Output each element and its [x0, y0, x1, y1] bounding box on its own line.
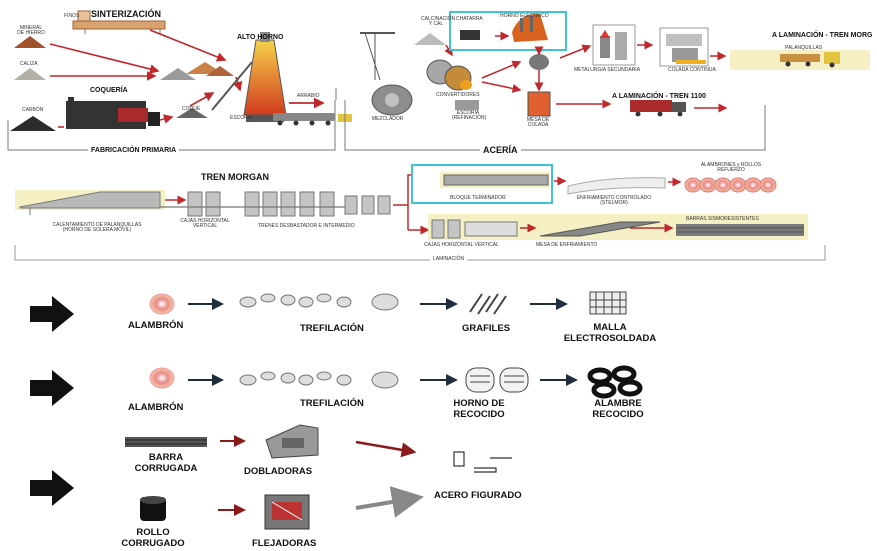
arrabio-label: ARRABIO [297, 94, 320, 99]
metalurgia-label: METALURGIA SECUNDARIA [574, 68, 640, 73]
escoria-refinacion-label: ESCORIA (REFINACIÓN) [452, 111, 484, 121]
alambron-label-1: ALAMBRÓN [128, 320, 183, 331]
acero-figurado-label: ACERO FIGURADO [434, 490, 522, 501]
mezclador-label: MEZCLADOR [372, 117, 403, 122]
welded-mesh-icon [590, 292, 626, 314]
stand-2 [206, 192, 220, 216]
chatarra-label: CHATARRA [456, 17, 483, 22]
alto-horno-label: ALTO HORNO [237, 34, 283, 41]
ladle [529, 54, 549, 70]
wire-rod-coil-1 [150, 294, 174, 314]
rollo-corrugado-label: ROLLO CORRUGADO [115, 527, 191, 549]
laminacion-tren-morgan-label: A LAMINACIÓN - TREN MORG [772, 32, 872, 39]
cal-label: CALCINACIÓN Y CAL [421, 17, 451, 27]
escoria-label: ESCORIA [230, 116, 253, 121]
finishing-block [444, 175, 548, 185]
mineral-label: MINERAL DE HIERRO [16, 26, 46, 36]
aceria-label: ACERÍA [480, 146, 521, 155]
annealed-wire-icon [590, 368, 640, 396]
annealing-furnace-icon [466, 368, 528, 392]
big-arrow-1 [30, 296, 74, 332]
grafiles-label: GRAFILES [462, 323, 510, 334]
stand-7 [320, 192, 334, 216]
corrugated-bar-icon [125, 437, 207, 447]
sinter-belt [73, 21, 165, 29]
figured-steel-icon [454, 452, 512, 472]
coqueria-label: COQUERÍA [90, 87, 128, 94]
bending-machine-icon [266, 425, 318, 458]
blast-furnace [244, 40, 286, 115]
fabricacion-primaria-label: FABRICACIÓN PRIMARIA [88, 147, 179, 154]
stand-4 [263, 192, 277, 216]
drawing-machine-2 [240, 372, 398, 388]
wire-rod-coil-2 [150, 368, 174, 388]
trenes-label: TRENES DESBASTADOR E INTERMEDIO [258, 224, 355, 229]
limestone-pile [14, 68, 46, 80]
carbon-label: CARBÓN [22, 108, 43, 113]
alambrones-label: ALAMBRONES y ROLLOS REFUERZO [696, 163, 766, 173]
convertidores-label: CONVERTIDORES [436, 93, 480, 98]
lime-pile [414, 33, 446, 45]
wagon-1100 [630, 100, 672, 112]
colada-continua-label: COLADA CONTINUA [668, 68, 716, 73]
stand-3 [245, 192, 259, 216]
finos-label: FINOS [64, 14, 79, 19]
mesa-colada-label: MESA DE COLADA [522, 118, 554, 128]
trefilacion-label-1: TREFILACIÓN [300, 323, 364, 334]
scrap-truck [460, 30, 480, 40]
casting-table [528, 92, 550, 116]
stand-6 [300, 192, 314, 216]
laminacion-bracket [15, 245, 825, 260]
caliza-label: CALIZA [20, 62, 38, 67]
wire-rod-coils [685, 178, 776, 192]
dobladoras-label: DOBLADORAS [244, 466, 312, 477]
primary-bracket [8, 100, 335, 150]
strapping-machine-icon [265, 495, 309, 529]
horno-recocido-label: HORNO DE RECOCIDO [444, 398, 514, 420]
coal-pile [10, 116, 56, 131]
corrugated-coil-icon [140, 496, 166, 521]
flejadoras-label: FLEJADORAS [252, 538, 316, 549]
barras-label: BARRAS SISMORESISTENTES [686, 217, 759, 222]
sinterizacion-label: SINTERIZACIÓN [91, 10, 161, 19]
bloque-terminador-label: BLOQUE TERMINADOR [450, 196, 506, 201]
rebar-bundle [676, 224, 804, 236]
laminacion-label: LAMINACIÓN [430, 257, 467, 262]
coque-label: COQUE [182, 107, 200, 112]
drawing-machine-1 [240, 294, 398, 310]
mesa-enfriamiento-label: MESA DE ENFRIAMIENTO [536, 243, 597, 248]
enfriamiento-label: ENFRIAMIENTO CONTROLADO (STELMOR) [574, 196, 654, 206]
big-arrow-3 [30, 470, 74, 506]
barra-corrugada-label: BARRA CORRUGADA [130, 452, 202, 474]
stand-1 [188, 192, 202, 216]
alambron-label-2: ALAMBRÓN [128, 402, 183, 413]
rolling-section [15, 165, 825, 260]
grafiles-icon [470, 294, 506, 314]
slag-pot [455, 100, 479, 110]
tren-morgan-label: TREN MORGAN [201, 173, 269, 182]
laminacion-tren-1100-label: A LAMINACIÓN - TREN 1100 [612, 93, 706, 100]
cajas-hv-label: CAJAS HORIZONTAL VERTICAL [172, 219, 238, 229]
stand-5 [281, 192, 295, 216]
trefilacion-label-2: TREFILACIÓN [300, 398, 364, 409]
billets-car [780, 54, 820, 62]
torpedo-car [273, 113, 335, 121]
palanquillas-label: PALANQUILLAS [785, 46, 822, 51]
cajas-hv2-label: CAJAS HORIZONTAL VERTICAL [424, 243, 499, 248]
calentamiento-label: CALENTAMIENTO DE PALANQUILLAS (HORNO DE … [42, 223, 152, 233]
horno-electrico-label: HORNO ELÉCTRICO [500, 14, 549, 19]
iron-ore-pile [14, 36, 46, 48]
big-arrow-2 [30, 370, 74, 406]
primary-manufacturing-section [8, 11, 352, 150]
malla-label: MALLA ELECTROSOLDADA [560, 322, 660, 344]
stelmor-conveyor [568, 178, 665, 194]
alambre-recocido-label: ALAMBRE RECOCIDO [584, 398, 652, 420]
